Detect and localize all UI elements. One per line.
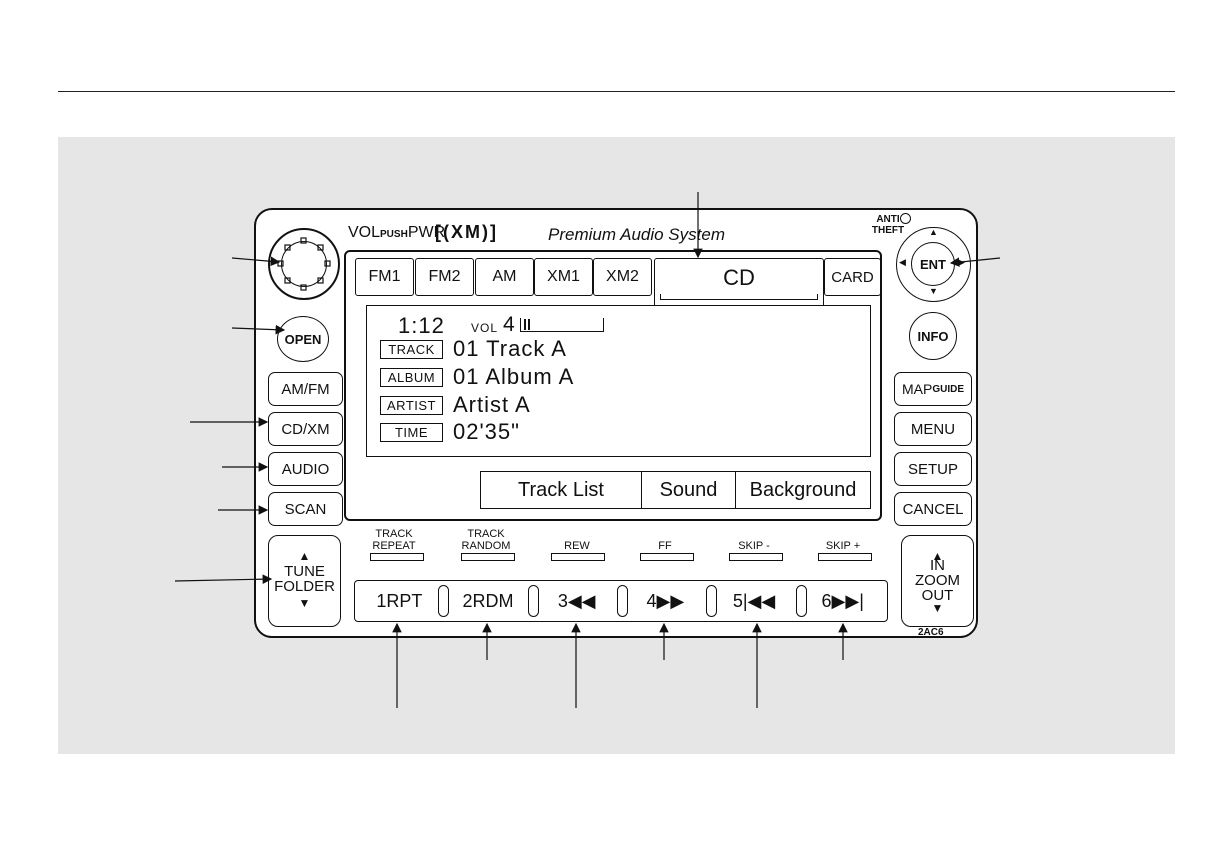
anti-theft-led-icon bbox=[900, 213, 911, 224]
ent-down-icon: ▼ bbox=[929, 286, 938, 296]
track-info-panel bbox=[366, 305, 871, 457]
tune-up-icon: ▲ bbox=[298, 549, 311, 563]
tune-label: TUNE bbox=[284, 563, 325, 580]
preset-divider-4-icon bbox=[706, 585, 717, 617]
zoom-out-label: OUT bbox=[921, 587, 954, 604]
soft-label-ff: FF bbox=[658, 540, 672, 552]
vol-value: 4 bbox=[503, 313, 516, 336]
album-tag: ALBUM bbox=[380, 368, 443, 387]
soft-bar-3 bbox=[551, 553, 605, 561]
preset-divider-3-icon bbox=[617, 585, 628, 617]
product-title: Premium Audio System bbox=[548, 225, 725, 244]
screen-menu: Track List Sound Background bbox=[480, 471, 871, 509]
volume-knob-inner-icon bbox=[281, 241, 327, 287]
preset-2-button[interactable]: 2RDM bbox=[462, 590, 514, 611]
tab-fm2[interactable]: FM2 bbox=[415, 258, 474, 296]
zoom-in-label: IN bbox=[930, 557, 945, 574]
time-value: 02'35" bbox=[453, 419, 520, 444]
background-button[interactable]: Background bbox=[749, 478, 857, 501]
preset-divider-1-icon bbox=[438, 585, 449, 617]
knob-grip-icon bbox=[277, 237, 331, 291]
soft-bar-5 bbox=[729, 553, 783, 561]
soft-bar-6 bbox=[818, 553, 872, 561]
tab-xm2[interactable]: XM2 bbox=[593, 258, 652, 296]
folder-label: FOLDER bbox=[274, 578, 335, 595]
preset-3-button[interactable]: 3◀◀ bbox=[557, 590, 596, 611]
guide-label: GUIDE bbox=[932, 383, 964, 395]
preset-divider-2-icon bbox=[528, 585, 539, 617]
cancel-button[interactable]: CANCEL bbox=[894, 492, 972, 526]
ent-button[interactable]: ENT bbox=[911, 242, 955, 286]
preset-divider-5-icon bbox=[796, 585, 807, 617]
preset-5-button[interactable]: 5|◀◀ bbox=[732, 590, 776, 611]
xm-logo: [(XM)] bbox=[435, 222, 498, 242]
artist-tag: ARTIST bbox=[380, 396, 443, 415]
preset-bar: 1RPT 2RDM 3◀◀ 4▶▶ 5|◀◀ 6▶▶| bbox=[354, 580, 888, 622]
model-code: 2AC6 bbox=[918, 627, 944, 638]
tab-cd-active[interactable]: CD bbox=[654, 258, 824, 305]
sound-button[interactable]: Sound bbox=[642, 472, 736, 508]
ent-joystick-ring[interactable] bbox=[896, 227, 971, 302]
zoom-up-icon: ▲ bbox=[931, 549, 944, 563]
scan-button[interactable]: SCAN bbox=[268, 492, 343, 526]
soft-label-skip-minus: SKIP - bbox=[738, 540, 770, 552]
zoom-down-icon: ▼ bbox=[931, 601, 944, 615]
soft-bar-2 bbox=[461, 553, 515, 561]
vol-push-pwr-label: VOLPUSHPWR bbox=[348, 224, 446, 241]
elapsed-time: 1:12 bbox=[398, 313, 445, 338]
volume-level-bar bbox=[520, 318, 604, 332]
cdxm-button[interactable]: CD/XM bbox=[268, 412, 343, 446]
track-value: 01 Track A bbox=[453, 336, 567, 361]
soft-label-skip-plus: SKIP + bbox=[825, 540, 861, 552]
tab-card[interactable]: CARD bbox=[824, 258, 881, 296]
tab-fm1[interactable]: FM1 bbox=[355, 258, 414, 296]
artist-value: Artist A bbox=[453, 392, 531, 417]
album-value: 01 Album A bbox=[453, 364, 575, 389]
ent-up-icon: ▲ bbox=[929, 227, 938, 237]
callout-volume-knob bbox=[231, 256, 281, 267]
zoom-label: ZOOM bbox=[915, 572, 960, 589]
volume-level-fill bbox=[524, 319, 532, 330]
track-tag: TRACK bbox=[380, 340, 443, 359]
preset-4-button[interactable]: 4▶▶ bbox=[646, 590, 685, 611]
soft-label-rew: REW bbox=[564, 540, 590, 552]
info-button[interactable]: INFO bbox=[909, 312, 957, 360]
tab-cd-underline bbox=[660, 294, 818, 300]
tune-down-icon: ▼ bbox=[298, 596, 311, 610]
vol-label: VOL bbox=[471, 321, 499, 335]
soft-bar-4 bbox=[640, 553, 694, 561]
setup-button[interactable]: SETUP bbox=[894, 452, 972, 486]
open-button[interactable]: OPEN bbox=[277, 316, 329, 362]
tab-xm1[interactable]: XM1 bbox=[534, 258, 593, 296]
soft-bar-1 bbox=[370, 553, 424, 561]
header-rule bbox=[58, 91, 1175, 92]
ent-left-icon: ◀ bbox=[899, 257, 906, 267]
amfm-button[interactable]: AM/FM bbox=[268, 372, 343, 406]
preset-1-button[interactable]: 1RPT bbox=[376, 590, 423, 611]
zoom-button[interactable] bbox=[901, 535, 974, 627]
callout-open bbox=[231, 324, 286, 335]
tune-folder-button[interactable] bbox=[268, 535, 341, 627]
callout-ent bbox=[949, 257, 1001, 267]
anti-theft-label: ANTI THEFT bbox=[871, 214, 905, 236]
tab-am[interactable]: AM bbox=[475, 258, 534, 296]
menu-button[interactable]: MENU bbox=[894, 412, 972, 446]
track-list-button[interactable]: Track List bbox=[481, 472, 642, 508]
preset-6-button[interactable]: 6▶▶| bbox=[821, 590, 864, 611]
map-label: MAP bbox=[901, 381, 933, 397]
time-tag: TIME bbox=[380, 423, 443, 442]
audio-button[interactable]: AUDIO bbox=[268, 452, 343, 486]
callout-tune-folder bbox=[174, 574, 273, 584]
